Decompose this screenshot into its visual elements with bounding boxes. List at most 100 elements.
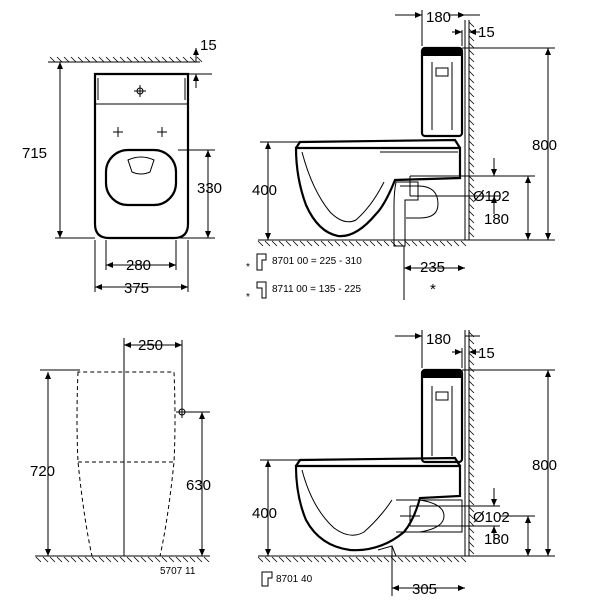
hatch-stroke bbox=[468, 203, 475, 210]
dim-outlet-offset: 235 bbox=[420, 259, 445, 276]
hatch-stroke bbox=[453, 556, 460, 563]
hatch-stroke bbox=[404, 556, 411, 563]
hatch-stroke bbox=[264, 556, 271, 563]
hatch-stroke bbox=[376, 240, 383, 247]
star-marker: * bbox=[430, 281, 436, 298]
hatch-stroke bbox=[468, 415, 475, 422]
hatch-stroke bbox=[468, 112, 475, 119]
hatch-stroke bbox=[49, 556, 56, 563]
hatch-stroke bbox=[432, 556, 439, 563]
hatch-stroke bbox=[35, 556, 42, 563]
dim-wall-gap: 15 bbox=[478, 345, 495, 362]
part-number: 5707 11 bbox=[160, 566, 196, 577]
hatch-stroke bbox=[468, 189, 475, 196]
hatch-stroke bbox=[257, 556, 264, 563]
dim-outlet-height: 180 bbox=[484, 211, 509, 228]
hatch-stroke bbox=[348, 240, 355, 247]
hatch-stroke bbox=[468, 168, 475, 175]
hatch-stroke bbox=[348, 556, 355, 563]
hatch-stroke bbox=[468, 105, 475, 112]
hatch-stroke bbox=[168, 56, 175, 63]
hatch-stroke bbox=[285, 240, 292, 247]
hatch-stroke bbox=[278, 556, 285, 563]
hatch-stroke bbox=[168, 556, 175, 563]
hatch-stroke bbox=[397, 556, 404, 563]
dim-fixing-spacing: 250 bbox=[138, 337, 163, 354]
hatch-stroke bbox=[196, 56, 203, 63]
dim-cistern-depth: 180 bbox=[426, 331, 451, 348]
hatch-stroke bbox=[154, 56, 161, 63]
hatch-stroke bbox=[468, 436, 475, 443]
wall-hatch-side-1 bbox=[468, 21, 475, 238]
hatch-stroke bbox=[468, 520, 475, 527]
hatch-stroke bbox=[468, 345, 475, 352]
dim-wall-gap: 15 bbox=[478, 24, 495, 41]
dim-cistern-depth: 180 bbox=[426, 9, 451, 26]
hatch-stroke bbox=[320, 556, 327, 563]
hatch-stroke bbox=[404, 240, 411, 247]
hatch-stroke bbox=[203, 556, 210, 563]
hatch-stroke bbox=[119, 56, 126, 63]
dim-fixing-height: 630 bbox=[186, 477, 211, 494]
dim-seat-height: 400 bbox=[252, 505, 277, 522]
hatch-stroke bbox=[468, 513, 475, 520]
dim-outlet-height: 180 bbox=[484, 531, 509, 548]
hatch-stroke bbox=[98, 556, 105, 563]
hatch-stroke bbox=[49, 56, 56, 63]
hatch-stroke bbox=[140, 56, 147, 63]
hatch-stroke bbox=[70, 56, 77, 63]
hatch-stroke bbox=[468, 394, 475, 401]
hatch-stroke bbox=[334, 240, 341, 247]
hatch-stroke bbox=[175, 56, 182, 63]
hatch-stroke bbox=[77, 556, 84, 563]
hatch-stroke bbox=[468, 422, 475, 429]
hatch-stroke bbox=[468, 443, 475, 450]
wall-hatch-top bbox=[49, 56, 203, 63]
hatch-stroke bbox=[468, 126, 475, 133]
note-marker: * bbox=[246, 262, 250, 273]
hatch-stroke bbox=[468, 485, 475, 492]
dim-overall-width: 375 bbox=[124, 280, 149, 297]
dim-outlet-offset: 305 bbox=[412, 581, 437, 598]
hatch-stroke bbox=[313, 556, 320, 563]
hatch-stroke bbox=[468, 91, 475, 98]
dim-overall-height: 720 bbox=[30, 463, 55, 480]
hatch-stroke bbox=[306, 240, 313, 247]
hatch-stroke bbox=[140, 556, 147, 563]
hatch-stroke bbox=[376, 556, 383, 563]
dim-total-height: 800 bbox=[532, 137, 557, 154]
hatch-stroke bbox=[278, 240, 285, 247]
dim-outlet-diameter: Ø102 bbox=[473, 509, 510, 526]
hatch-stroke bbox=[355, 556, 362, 563]
hatch-stroke bbox=[468, 182, 475, 189]
hatch-stroke bbox=[84, 56, 91, 63]
hatch-stroke bbox=[56, 56, 63, 63]
hatch-stroke bbox=[468, 35, 475, 42]
hatch-stroke bbox=[196, 556, 203, 563]
hatch-stroke bbox=[334, 556, 341, 563]
hatch-stroke bbox=[63, 556, 70, 563]
hatch-stroke bbox=[257, 240, 264, 247]
hatch-stroke bbox=[460, 556, 467, 563]
hatch-stroke bbox=[369, 240, 376, 247]
hatch-stroke bbox=[341, 240, 348, 247]
fitting-icon bbox=[256, 281, 267, 299]
fitting-icon bbox=[256, 253, 267, 271]
side-view-floor-outlet: 180 15 800 400 Ø102 180 235 * * 8701 0 bbox=[246, 9, 557, 303]
hatch-stroke bbox=[432, 240, 439, 247]
hatch-stroke bbox=[468, 534, 475, 541]
hatch-stroke bbox=[285, 556, 292, 563]
hatch-stroke bbox=[468, 450, 475, 457]
hatch-stroke bbox=[77, 56, 84, 63]
hatch-stroke bbox=[189, 56, 196, 63]
hatch-stroke bbox=[468, 359, 475, 366]
hatch-stroke bbox=[468, 478, 475, 485]
dim-outlet-diameter: Ø102 bbox=[473, 188, 510, 205]
hatch-stroke bbox=[453, 240, 460, 247]
hatch-stroke bbox=[306, 556, 313, 563]
hatch-stroke bbox=[468, 541, 475, 548]
hatch-stroke bbox=[468, 499, 475, 506]
hatch-stroke bbox=[468, 161, 475, 168]
hatch-stroke bbox=[468, 429, 475, 436]
hatch-stroke bbox=[468, 84, 475, 91]
